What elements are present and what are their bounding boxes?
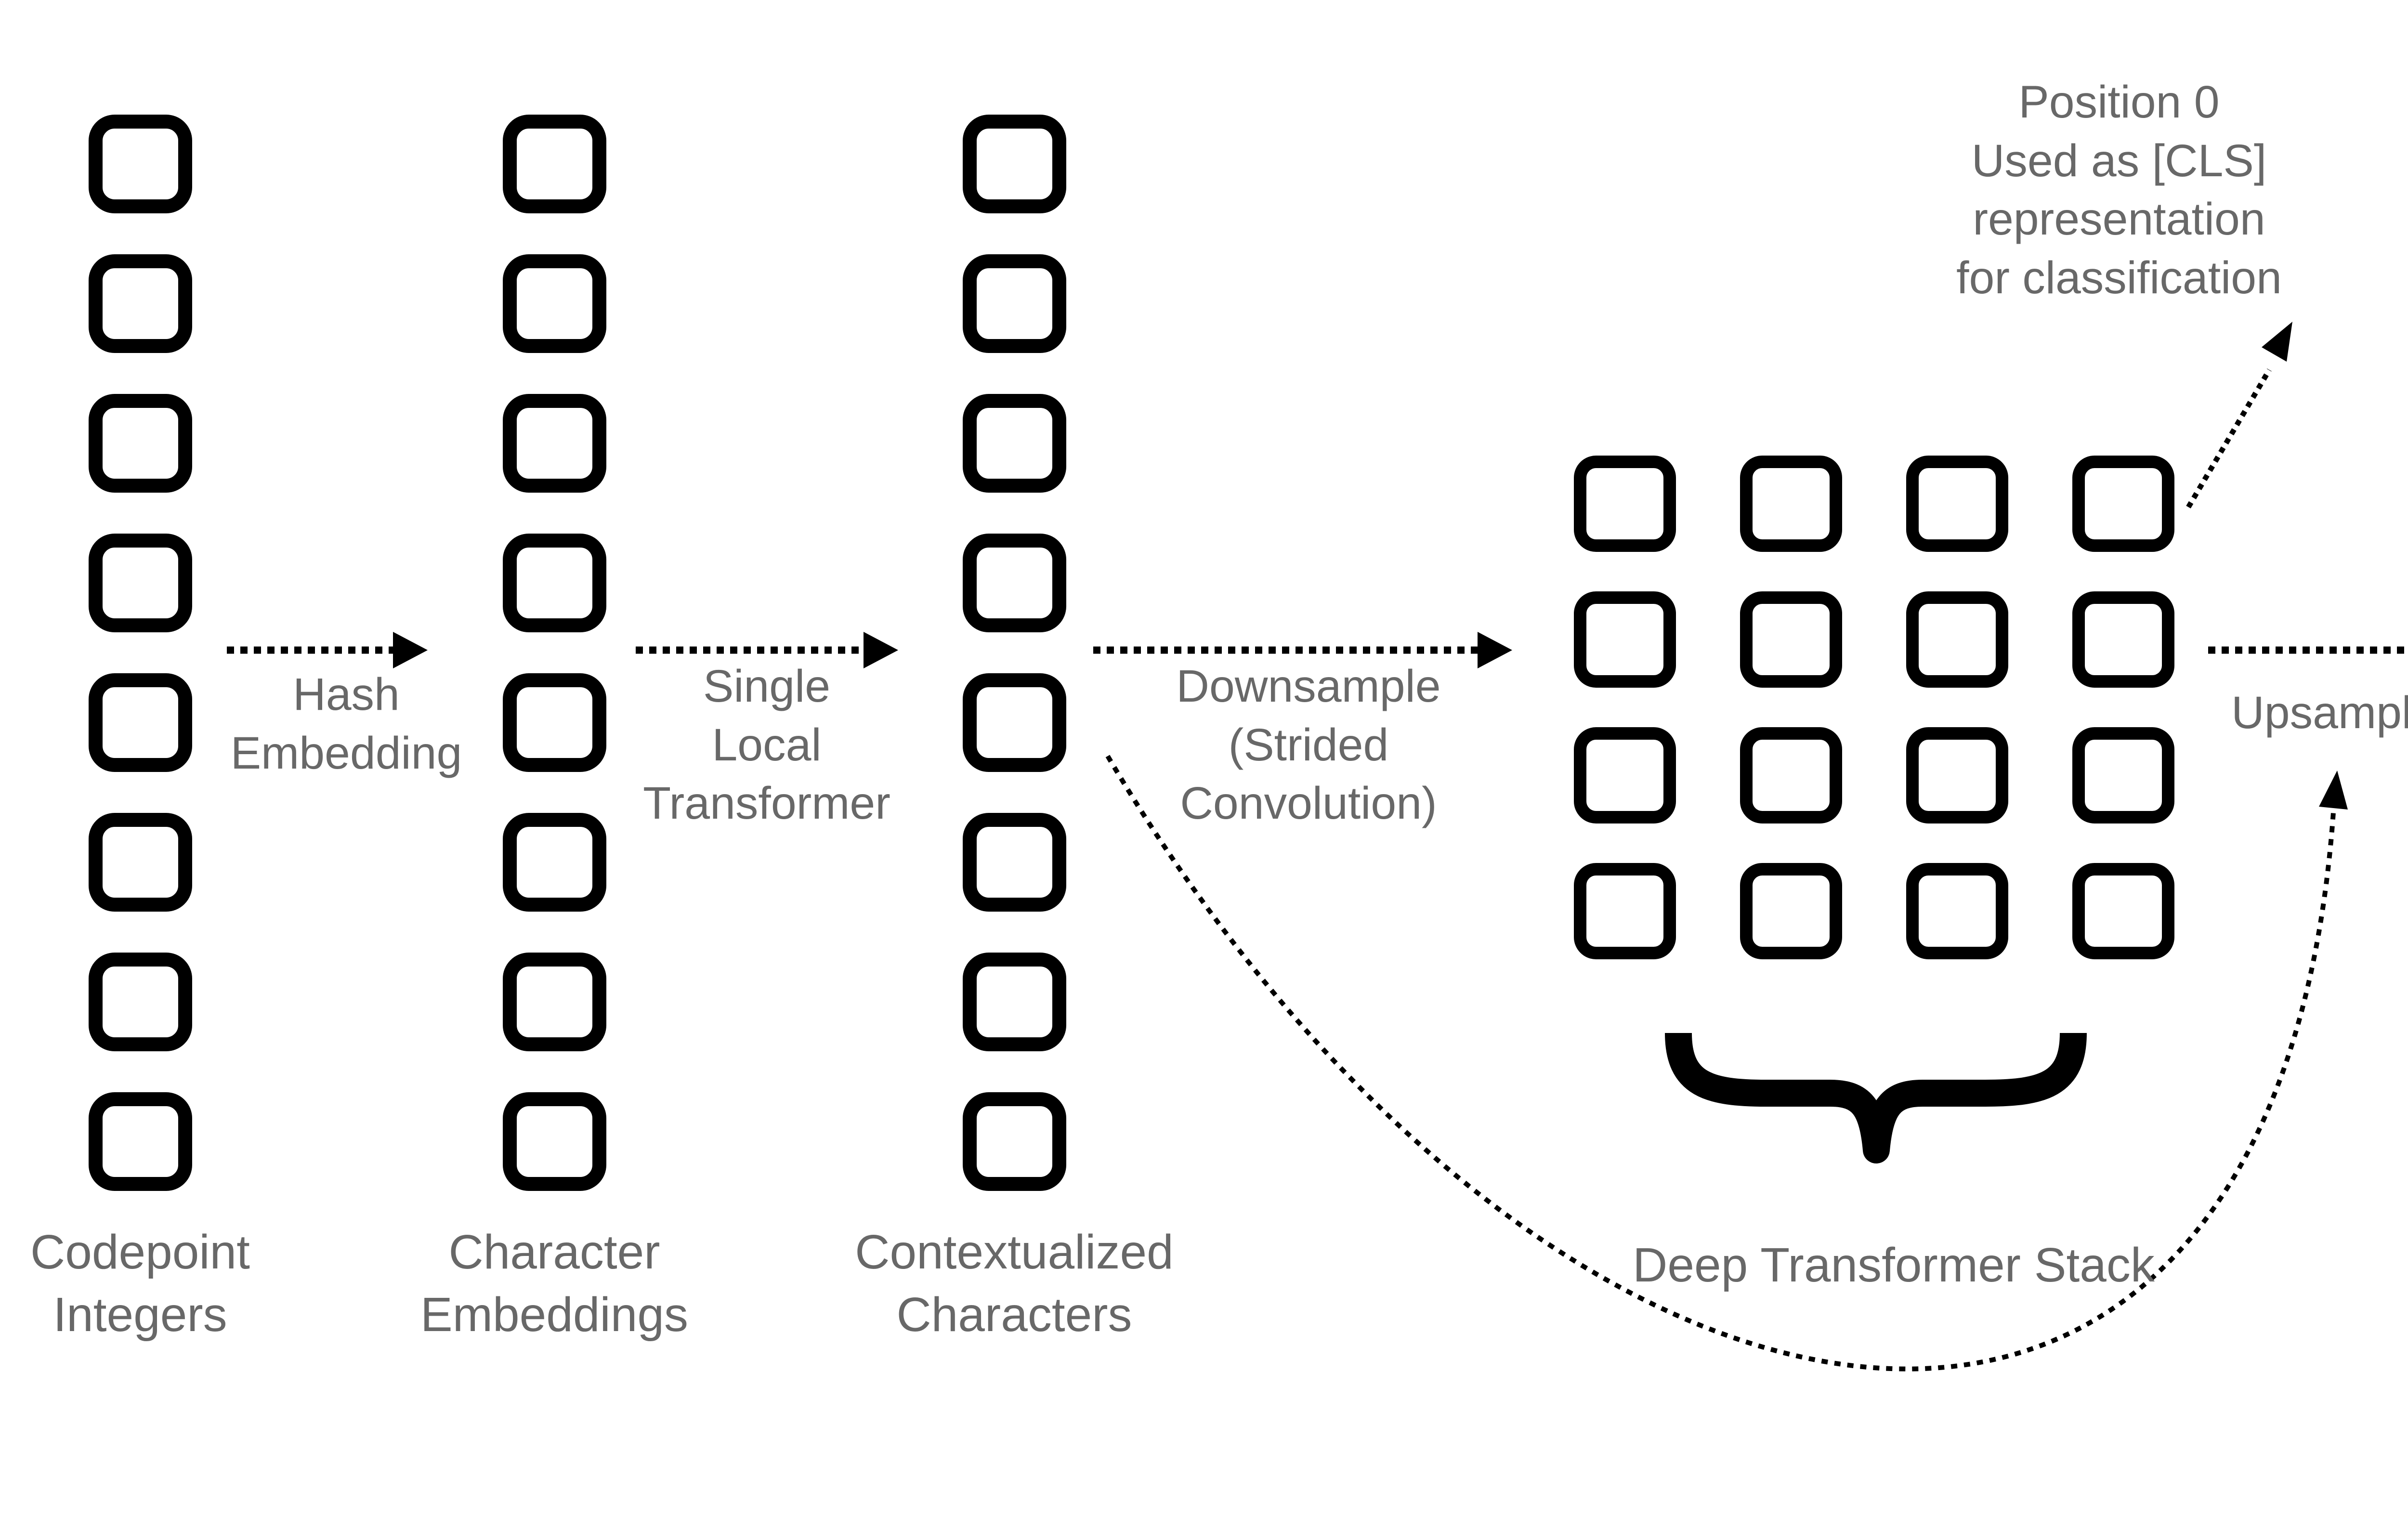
cls-annotation-arrow	[2186, 322, 2292, 509]
downsampled-position-box	[1574, 727, 1676, 823]
character-embedding-box	[503, 813, 606, 912]
column-contextualized-characters	[963, 115, 1066, 1191]
downsample-label: Downsample (Strided Convolution)	[1176, 661, 1441, 829]
character-embedding-box	[503, 115, 606, 213]
contextualized-character-box	[963, 813, 1066, 912]
downsample-arrow	[1093, 632, 1512, 668]
codepoint-token-box	[89, 813, 192, 912]
downsampled-position-box	[1740, 591, 1842, 688]
downsampled-position-box	[1740, 727, 1842, 823]
character-embedding-box	[503, 254, 606, 353]
downsampled-position-box	[2072, 591, 2174, 688]
codepoint-integers-label: Codepoint Integers	[30, 1225, 250, 1342]
downsampled-position-box	[1740, 863, 1842, 959]
deep-transformer-stack-grid	[1574, 456, 2174, 959]
upsampling-skip-connection-arc	[1105, 755, 2348, 1372]
downsampled-position-box	[1574, 591, 1676, 688]
contextualized-character-box	[963, 254, 1066, 353]
single-local-transformer-arrow	[636, 632, 898, 668]
contextualized-character-box	[963, 673, 1066, 772]
downsampled-position-box	[1740, 456, 1842, 552]
downsampled-position-box	[1906, 863, 2008, 959]
codepoint-token-box	[89, 534, 192, 632]
deep-transformer-stack-brace	[1665, 1032, 2087, 1163]
contextualized-characters-label: Contextualized Characters	[855, 1225, 1174, 1342]
downsampled-position-box	[1906, 727, 2008, 823]
character-embedding-box	[503, 673, 606, 772]
cls-position-annotation: Position 0 Used as [CLS] representation …	[1956, 77, 2282, 303]
codepoint-token-box	[89, 115, 192, 213]
upsampling-arrow	[2208, 646, 2408, 654]
contextualized-character-box	[963, 1092, 1066, 1191]
deep-transformer-stack-label: Deep Transformer Stack	[1633, 1238, 2155, 1292]
downsampled-position-box	[2072, 456, 2174, 552]
contextualized-character-box	[963, 394, 1066, 493]
column-codepoint-integers	[89, 115, 192, 1191]
character-embedding-box	[503, 534, 606, 632]
character-embedding-box	[503, 1092, 606, 1191]
downsampled-position-box	[1574, 863, 1676, 959]
codepoint-token-box	[89, 394, 192, 493]
codepoint-token-box	[89, 953, 192, 1051]
upsampling-label: Upsampling	[2231, 687, 2408, 738]
codepoint-token-box	[89, 254, 192, 353]
single-local-transformer-label: Single Local Transformer	[643, 661, 890, 829]
downsampled-position-box	[2072, 863, 2174, 959]
hash-embedding-arrow	[227, 632, 428, 668]
hash-embedding-label: Hash Embedding	[230, 669, 462, 779]
character-embeddings-label: Character Embeddings	[420, 1225, 688, 1342]
contextualized-character-box	[963, 534, 1066, 632]
contextualized-character-box	[963, 953, 1066, 1051]
column-character-embeddings	[503, 115, 606, 1191]
downsampled-position-box	[2072, 727, 2174, 823]
downsampled-position-box	[1906, 591, 2008, 688]
downsampled-position-box	[1574, 456, 1676, 552]
codepoint-token-box	[89, 1092, 192, 1191]
character-embedding-box	[503, 953, 606, 1051]
contextualized-character-box	[963, 115, 1066, 213]
character-embedding-box	[503, 394, 606, 493]
codepoint-token-box	[89, 673, 192, 772]
downsampled-position-box	[1906, 456, 2008, 552]
